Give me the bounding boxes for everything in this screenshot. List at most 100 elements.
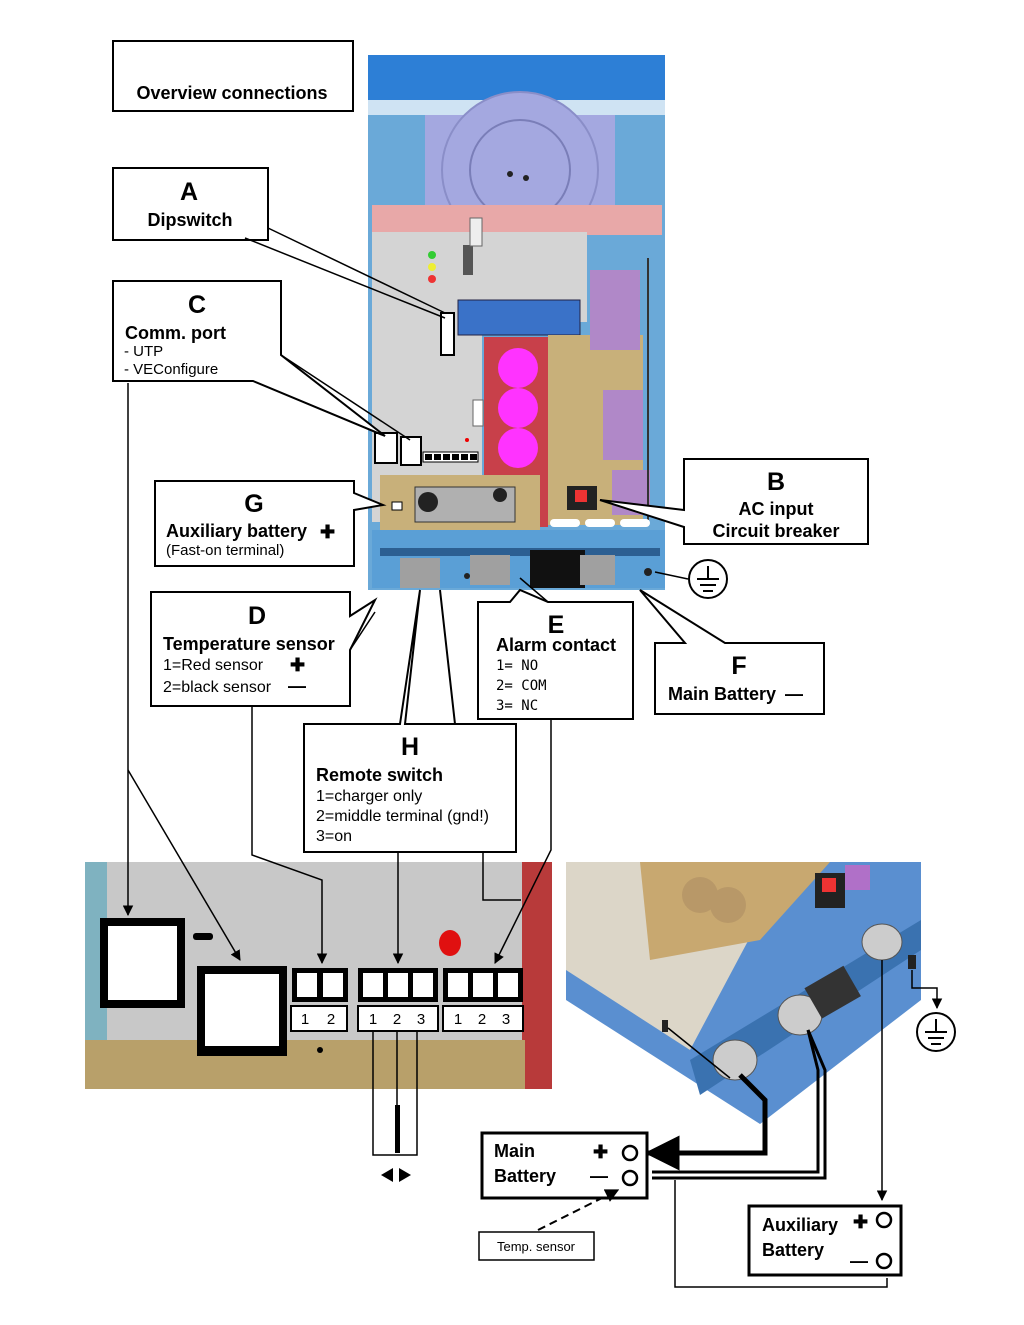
ground-icon	[916, 1012, 956, 1052]
alarm-terminal-3: 3	[502, 1011, 510, 1028]
circuit-breaker-button	[575, 490, 587, 502]
callout-h-letter: H	[401, 733, 419, 761]
gland-battery-3d	[804, 965, 861, 1019]
aux-battery-line1: Auxiliary	[762, 1215, 838, 1235]
callout-h-box	[303, 589, 517, 853]
terminal-closeup: 1 2 1 2 3 1 2 3	[85, 862, 552, 1089]
temp-sensor-label: Temp. sensor	[497, 1239, 576, 1254]
transformer-2	[603, 390, 643, 460]
callout-b-line1: AC input	[739, 499, 814, 519]
remote-terminal-labels	[357, 1005, 439, 1032]
callout-c-label: Comm. port	[125, 323, 226, 343]
remote-terminal-3: 3	[417, 1011, 425, 1028]
minus-icon: —	[590, 1166, 608, 1186]
alarm-terminal-labels	[442, 1005, 524, 1032]
main-battery-minus-terminal	[621, 1169, 639, 1187]
callout-a-label: Dipswitch	[147, 210, 232, 230]
title-box	[112, 40, 354, 112]
port-utp	[108, 926, 177, 1000]
callout-g-box	[154, 480, 387, 567]
aux-battery-minus-terminal	[875, 1252, 893, 1270]
jumper-2	[472, 399, 484, 427]
callout-b-letter: B	[767, 468, 785, 496]
callout-d-line2: 2=black sensor	[163, 679, 272, 696]
temp-terminal-labels	[290, 1005, 348, 1032]
callout-c-letter: C	[188, 291, 206, 319]
switch-arrow-icon	[381, 1168, 411, 1182]
temp-sensor-lead	[537, 1189, 620, 1231]
capacitor	[498, 348, 538, 388]
fan-screw	[507, 171, 513, 177]
screw	[464, 573, 470, 579]
callout-c-box	[112, 280, 386, 437]
callout-f-label: Main Battery	[668, 684, 776, 704]
jumper	[463, 245, 473, 275]
transformer	[590, 270, 640, 350]
led-closeup	[439, 930, 461, 956]
gland-3d	[861, 923, 903, 961]
temp-sensor-box	[478, 1231, 595, 1261]
remote-terminal-1: 1	[369, 1011, 377, 1028]
aux-battery-line2: Battery	[762, 1240, 824, 1260]
control-board	[372, 232, 482, 522]
callout-c-item1: - UTP	[124, 343, 163, 360]
callout-d-line1: 1=Red sensor	[163, 657, 264, 674]
callout-a-pointer	[244, 237, 446, 319]
callout-d-letter: D	[248, 602, 266, 630]
ground-lead	[911, 970, 943, 1010]
ground-stud-3d	[908, 955, 916, 969]
callout-h-line2: 2=middle terminal (gnd!)	[316, 808, 489, 825]
callout-h-line1: 1=charger only	[316, 788, 422, 805]
capacitor-3d	[710, 887, 746, 923]
main-battery-plus-terminal	[621, 1144, 639, 1162]
minus-icon: —	[785, 684, 803, 704]
cable-gland-battery	[530, 550, 585, 588]
callout-a-pointer	[267, 227, 446, 314]
led-status	[465, 438, 469, 442]
dipswitch	[440, 312, 455, 356]
ground-icon	[688, 559, 728, 599]
callout-a-letter: A	[180, 178, 198, 206]
callout-h-label: Remote switch	[316, 765, 443, 785]
callout-e-letter: E	[548, 611, 565, 639]
callout-g-label: Auxiliary battery	[166, 521, 307, 541]
ground-stud	[644, 568, 652, 576]
minus-icon: —	[850, 1251, 868, 1271]
charger-front-view	[368, 55, 665, 590]
terminal-strip-small	[422, 451, 479, 463]
gland-3d	[712, 1039, 758, 1081]
callout-c-item2: - VEConfigure	[124, 361, 218, 378]
screw	[317, 1047, 323, 1053]
closeup-red-edge	[522, 862, 552, 1089]
callout-d-box	[150, 591, 378, 707]
callout-b-box	[599, 458, 869, 545]
fast-on-terminal	[391, 501, 403, 511]
led-green	[428, 251, 436, 259]
callout-a-box	[112, 167, 269, 241]
alarm-terminal-2: 2	[478, 1011, 486, 1028]
cable-gland-1	[400, 558, 440, 588]
heatsink-band	[372, 205, 662, 235]
breaker-button-3d	[822, 878, 836, 892]
component	[193, 933, 213, 940]
aux-battery-plus-terminal	[875, 1211, 893, 1229]
alarm-terminal-1: 1	[454, 1011, 462, 1028]
callout-g-letter: G	[244, 490, 263, 518]
callout-h-line3: 3=on	[316, 828, 352, 845]
callout-e-line1: 1= NO	[496, 658, 538, 674]
bottom-rail	[380, 548, 660, 556]
dc-module	[457, 299, 581, 336]
plus-icon: ✚	[593, 1142, 608, 1162]
main-battery-box	[480, 1131, 649, 1200]
callout-f-box	[639, 589, 825, 715]
port-veconfigure	[205, 974, 279, 1046]
main-battery-line2: Battery	[494, 1166, 556, 1186]
callout-d-label: Temperature sensor	[163, 634, 335, 654]
connector-slot	[469, 217, 483, 247]
led-yellow	[428, 263, 436, 271]
remote-switch-wiring	[372, 1031, 418, 1156]
callout-e-pointer	[519, 577, 549, 603]
component-3d	[845, 865, 870, 890]
fuse-holder	[418, 492, 438, 512]
